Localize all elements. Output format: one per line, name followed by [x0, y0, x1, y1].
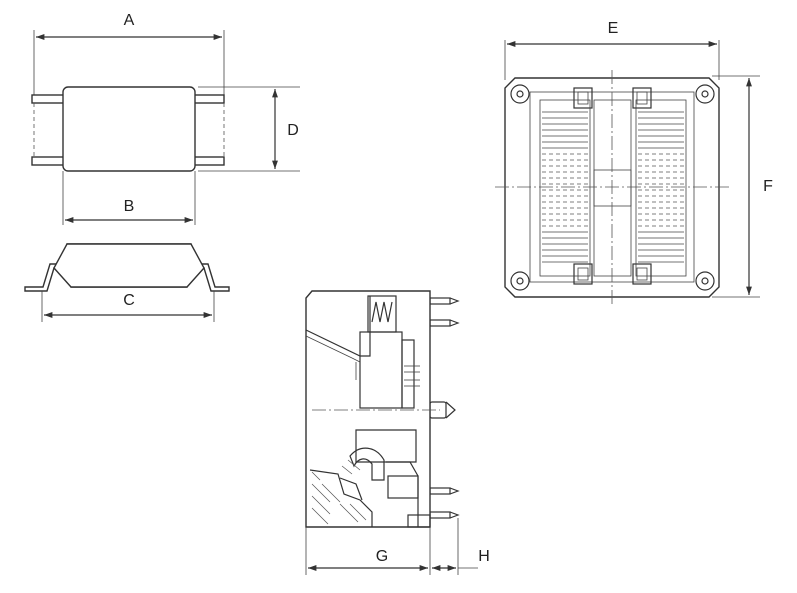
dimension-label-d: D: [287, 122, 299, 139]
dimension-label-a: A: [124, 12, 135, 29]
dimension-label-e: E: [608, 20, 619, 37]
socket-section-view: [305, 290, 460, 575]
dimension-label-g: G: [376, 548, 388, 565]
dimension-label-b: B: [124, 198, 135, 215]
dimension-label-c: C: [123, 292, 135, 309]
package-side-view: [24, 243, 230, 322]
package-top-view: [31, 30, 300, 225]
dimension-label-h: H: [478, 548, 490, 565]
socket-top-view: [495, 40, 760, 305]
dimension-label-f: F: [763, 178, 773, 195]
